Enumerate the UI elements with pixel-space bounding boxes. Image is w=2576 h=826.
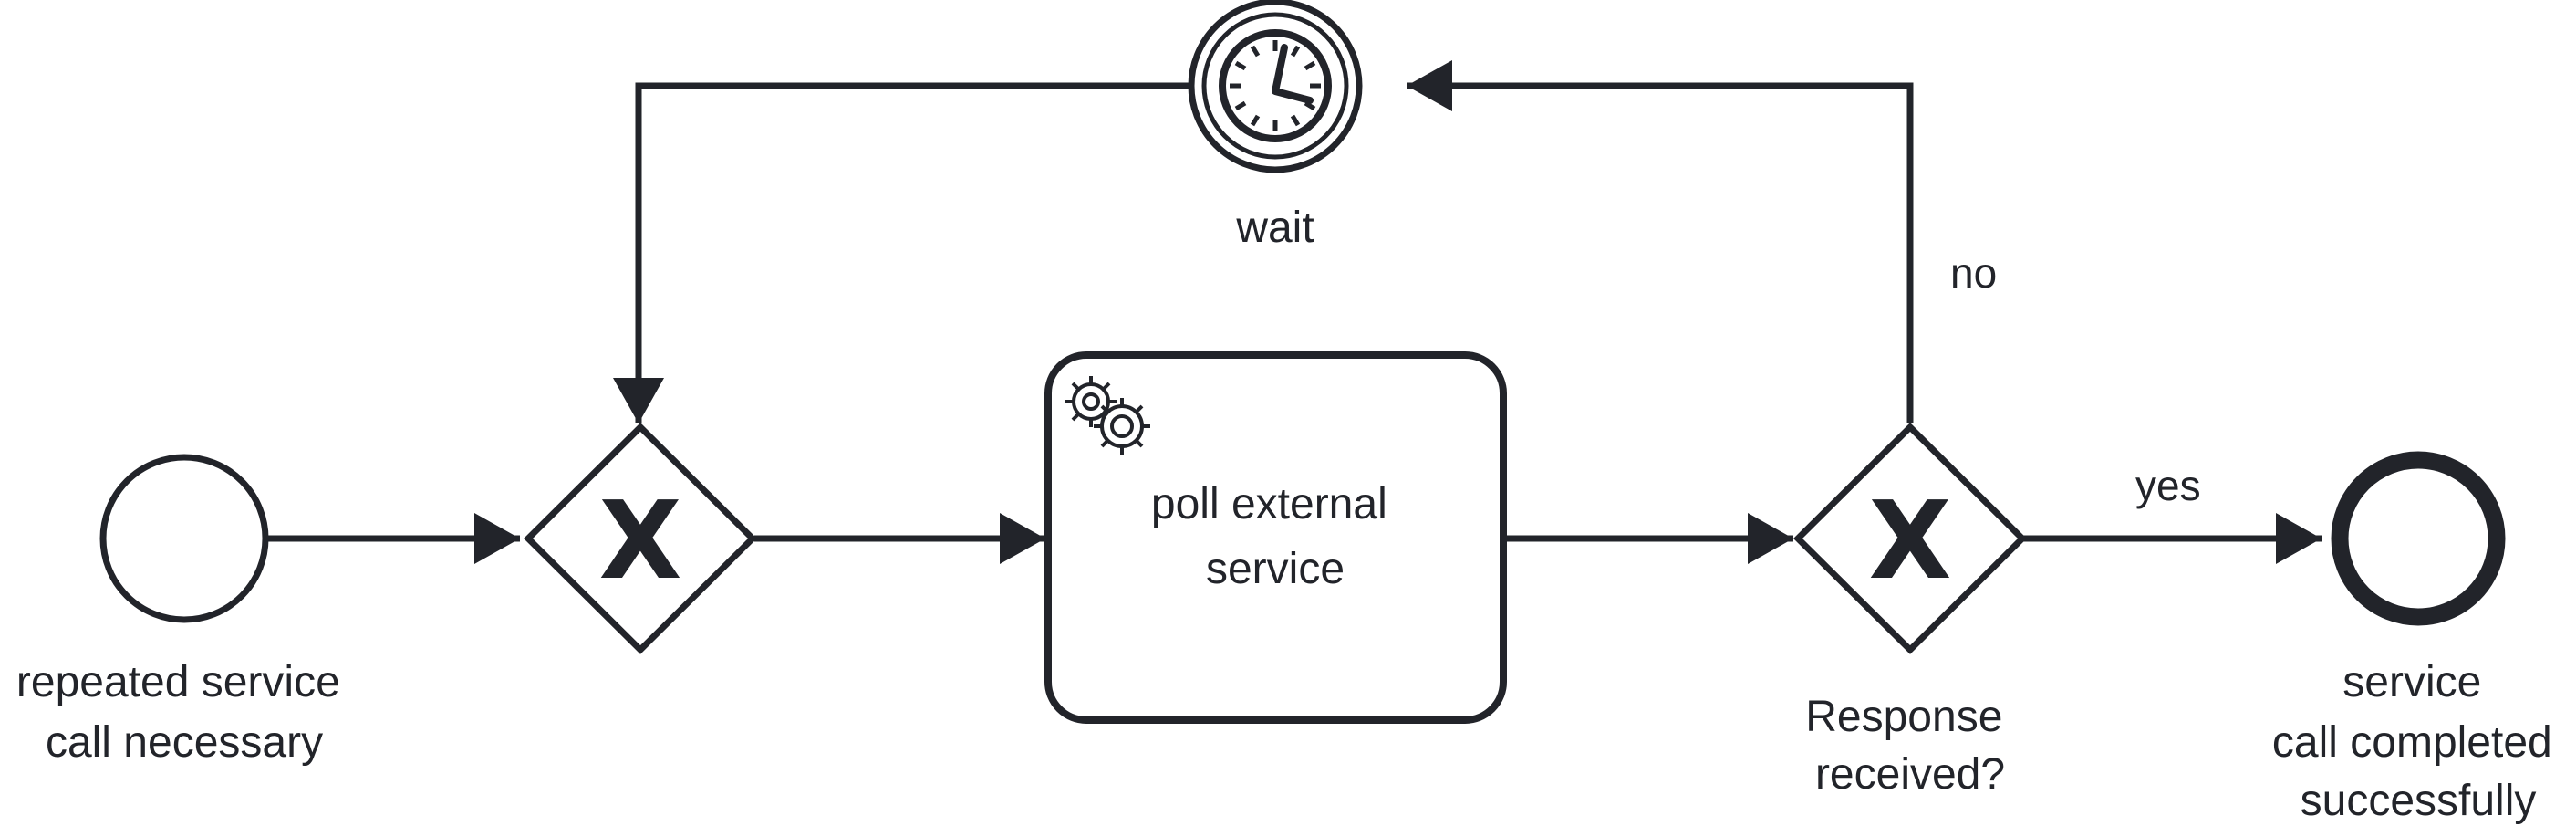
merge-gateway[interactable]: X <box>524 423 757 654</box>
decision-gateway-label: Response received? <box>1805 693 2014 799</box>
start-event-label-line-1: repeated service <box>16 658 340 706</box>
flow-label-yes: yes <box>2135 462 2201 509</box>
service-task[interactable]: poll external service <box>1044 351 1507 724</box>
flow-timer-to-merge[interactable] <box>613 82 1190 423</box>
merge-gateway-marker: X <box>599 477 682 603</box>
service-task-label-line-1: poll external <box>1151 480 1387 528</box>
decision-gateway-label-line-1: Response <box>1805 693 2002 741</box>
flow-label-no: no <box>1950 249 1997 297</box>
decision-gateway[interactable]: X <box>1793 423 2027 654</box>
timer-event[interactable] <box>1188 0 1363 173</box>
start-event-label-line-2: call necessary <box>46 718 323 767</box>
service-task-label-line-2: service <box>1206 545 1345 593</box>
end-event[interactable] <box>2331 451 2506 626</box>
end-event-label-line-3: successfully <box>2301 777 2537 825</box>
flow-decision-to-timer-no[interactable] <box>1407 60 1914 423</box>
service-task-label: poll external service <box>1151 480 1399 593</box>
clock-icon <box>1219 29 1332 142</box>
end-event-label: service call completed successfully <box>2272 658 2564 825</box>
end-event-label-line-2: call completed <box>2272 718 2552 767</box>
decision-gateway-marker: X <box>1869 477 1952 603</box>
end-event-label-line-1: service <box>2342 658 2481 706</box>
start-event-label: repeated service call necessary <box>16 658 352 767</box>
start-event[interactable] <box>99 454 269 623</box>
decision-gateway-label-line-2: received? <box>1815 750 2005 799</box>
timer-event-label: wait <box>1235 204 1314 252</box>
gear-icon <box>1065 376 1150 455</box>
